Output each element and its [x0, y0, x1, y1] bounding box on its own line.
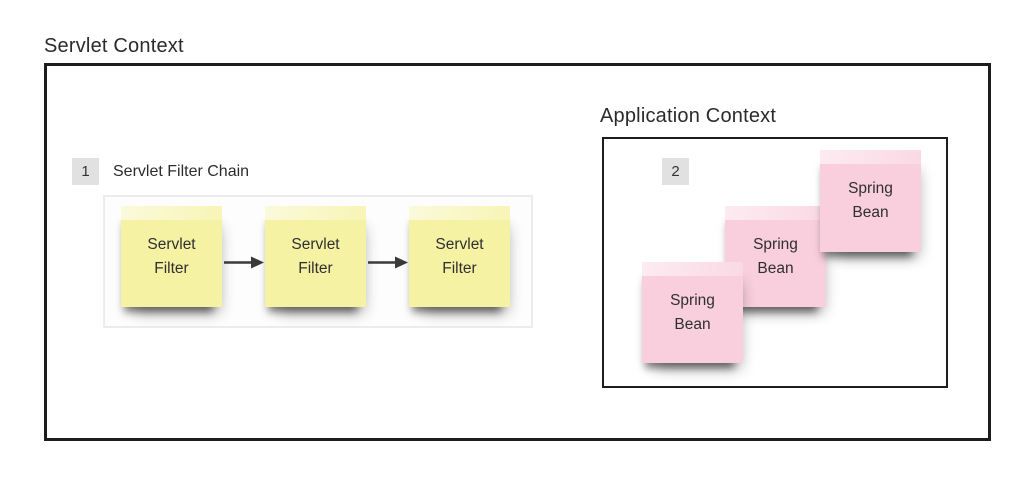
step-badge-1: 1 [72, 158, 99, 185]
sticky-note-servlet-filter-2: Servlet Filter [265, 206, 366, 307]
arrow-right-icon [367, 255, 409, 270]
filter-chain-label: Servlet Filter Chain [113, 163, 250, 180]
sticky-note-spring-bean-middle: Spring Bean [725, 206, 826, 307]
arrow-right-icon [223, 255, 265, 270]
step-badge-2: 2 [662, 158, 689, 185]
sticky-note-spring-bean-top-right: Spring Bean [820, 150, 921, 252]
sticky-note-spring-bean-bottom-left: Spring Bean [642, 262, 743, 363]
filter-chain-box: Servlet Filter Servlet Filter Servlet Fi… [103, 195, 533, 328]
sticky-note-servlet-filter-1: Servlet Filter [121, 206, 222, 307]
application-context-title: Application Context [600, 105, 777, 127]
servlet-context-title: Servlet Context [44, 35, 184, 57]
application-context-box: 2 Spring Bean Spring Bean Spring Bean [602, 137, 948, 388]
sticky-note-servlet-filter-3: Servlet Filter [409, 206, 510, 307]
